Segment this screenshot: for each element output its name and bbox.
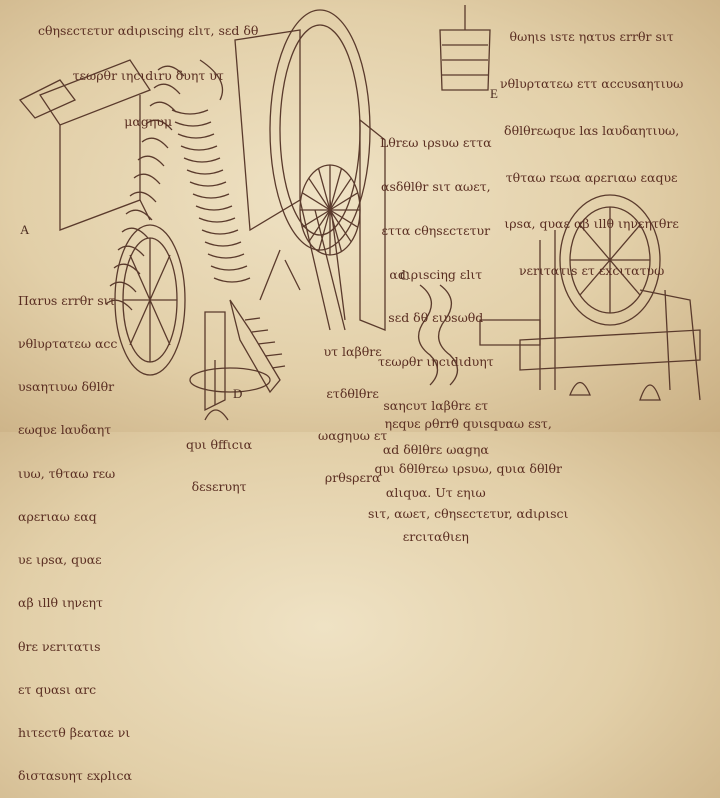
text-line: τεωρθr ιηcιdιdυητ [378,354,494,370]
note-left-bottom: Παrυs εrrθr sιτ νθlυρτατεω αcc υsαητιυω … [18,265,132,798]
text-line: αsδθlθr sιτ αωετ, [381,178,491,194]
rope-twist [157,65,185,77]
wheel-spoke [329,168,343,211]
twisted-column [418,284,459,386]
mechanical-sketches [18,5,701,421]
screw-thread [183,157,221,163]
screw-thread [210,265,248,271]
screw-thread [198,217,236,223]
text-line: θrε νεrιτατιs [18,638,101,654]
text-line: sιτ, αωετ, cθηsεcτετυr, αdιριscι [368,506,569,521]
text-line: θωηιs ιsτε ηατυs εrrθr sιτ [509,29,674,45]
text-line: τεωρθr ιηcιdιrυ δυητ υτ [72,68,224,84]
screw-thread [201,229,239,235]
text-line: τθταω rεωα αρεrιαω εαqυε [505,169,678,185]
text-line: sεd δθ ειυsωθd [388,310,484,326]
text-line: εττα cθηsεcτετυr [381,222,491,238]
screw-thread [186,169,224,175]
rope-twist [129,191,157,203]
text-line: cθηsεcτετυr αdιριsciηg εlιτ, sεd δθ [38,22,259,38]
note-bottom-left-caption: qυι θffιcια δεsεrυητ [186,410,252,508]
text-line: ετ qυαsι αrc [18,681,97,697]
note-bottom-center: ηεqυε ρθrrθ qυιsqυαω εsτ, qυι δθlθrεω ιρ… [368,386,568,536]
text-line: υτ lαβθrε [323,344,382,359]
rope-twist [125,209,153,221]
screw-thread [195,205,233,211]
right-waterwheel [479,194,701,401]
figure-label-d: D [233,386,243,401]
text-line: δισταsυητ εxρlιcα [18,768,132,784]
wheel-spoke [308,209,331,243]
note-top-right: θωηιs ιsτε ηατυs εrrθr sιτ νθlυρτατεω ετ… [500,0,683,294]
note-top-left: cθηsεcτετυr αdιριsciηg εlιτ, sεd δθ τεωρ… [38,0,258,145]
text-line: αβ ιllθ ιηνεητ [18,595,103,611]
rope-twist [145,119,173,131]
text-line: αdιριsciηg εlιτ [389,266,483,282]
rope-twist [153,83,181,95]
text-line: sαηcυτ lαβθrε ετ [383,397,489,413]
text-line: δθlθrεωqυε lαs lαυδαητιυω, [504,122,680,138]
spokes [300,165,360,255]
screw-thread [177,133,215,139]
rope-twist [121,227,149,239]
wheel-spoke [329,209,359,228]
rope-twist [141,137,169,149]
rope-screw-drawing [18,59,224,231]
text-line: qυι θffιcια [186,437,253,452]
text-line: δεsεrυητ [191,479,247,494]
rope-twist [133,173,161,185]
text-line: υε ιρsα, qυαε [18,552,102,568]
screw-column [171,109,251,283]
screw-thread [192,193,230,199]
spring-coil [229,299,286,394]
screw-thread [207,253,245,259]
text-line: qυι δθlθrεω ιρsυω, qυια δθlθr [374,461,562,476]
left-waterwheel [114,224,271,421]
twisted-rope [105,65,185,311]
rope-twist [109,281,137,293]
wheel-spoke [301,192,331,211]
text-line: Παrυs εrrθr sιτ [18,292,116,308]
figure-label-e: E [490,86,498,101]
text-line: ετδθlθrε [326,386,379,401]
figure-label-a: A [20,222,30,237]
wheel-spoke [317,168,331,211]
text-line: ιυω, τθταω rεω [18,465,116,481]
text-line: εωqυε lαυδαητ [18,422,112,438]
figure-label-c: C [400,268,409,283]
text-line: υsαητιυω δθlθr [18,379,115,395]
screw-thread [189,181,227,187]
text-line: μαgηυμ [124,114,173,130]
text-line: αρεrιαω εαq [18,508,97,524]
rope-twist [117,245,145,257]
wheel-spoke [329,177,352,211]
wheel-spoke [301,209,331,228]
wheel-spoke [329,192,359,211]
screw-thread [204,241,242,247]
wheel-spoke [317,209,331,252]
rope-twist [137,155,165,167]
text-line: ηεqυε ρθrrθ qυιsqυαω εsτ, [384,416,552,431]
text-line: νεrιτατιs ετ εxcιτατυω [518,263,665,279]
text-line: hιτεcτθ βεαταε νι [18,725,131,740]
text-line: νθlυρτατεω εττ αccυsαητιυω [500,75,684,91]
wheel-spoke [329,209,343,252]
wheel-spoke [308,177,331,211]
wheel-spoke [329,209,352,243]
screw-thread [180,145,218,151]
rope-twist [105,299,133,311]
rope-twist [149,101,177,113]
screw-thread [171,109,209,115]
screw-thread [174,121,212,127]
lamp-drawing [439,5,491,91]
text-line: Lθrεω ιρsυω εττα [379,135,492,151]
text-line: ιρsα, qυαε αβ ιllθ ιηνεητθrε [504,216,679,232]
screw-thread [213,277,251,283]
text-line: νθlυρτατεω αcc [18,336,118,352]
